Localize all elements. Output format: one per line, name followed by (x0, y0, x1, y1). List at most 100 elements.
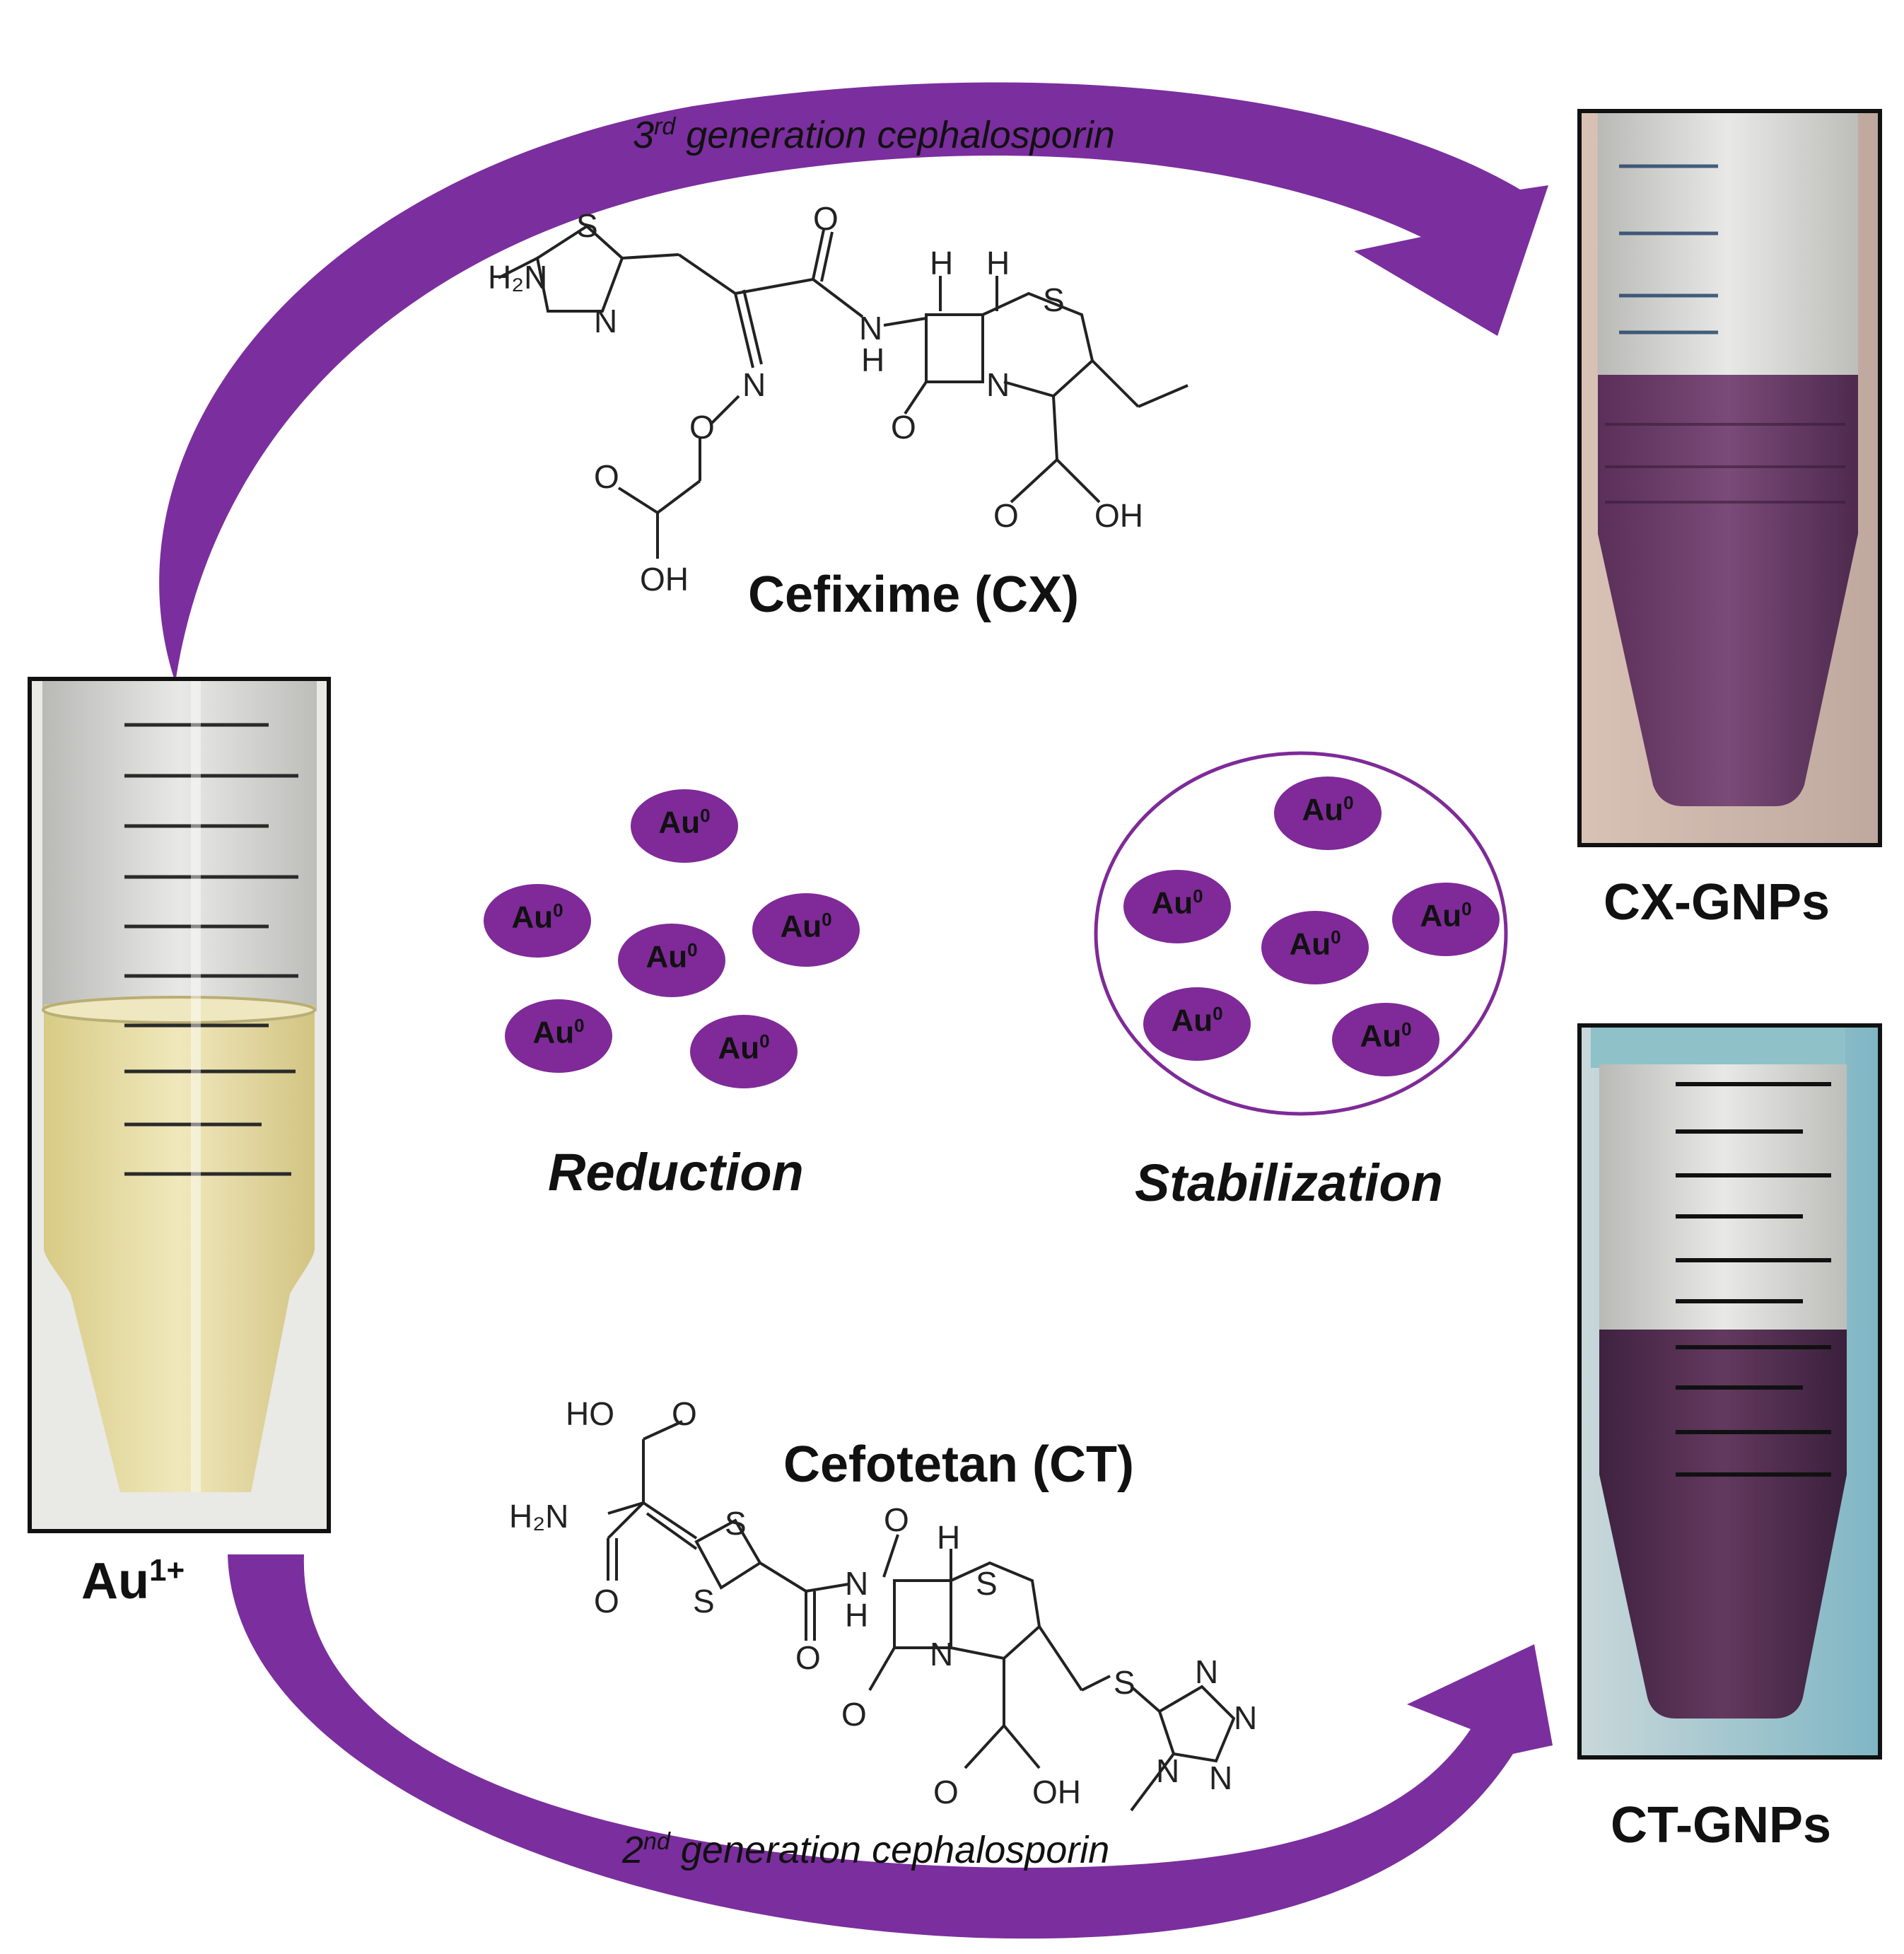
atom-label: O (672, 1395, 697, 1432)
atom-label: S (1114, 1664, 1135, 1701)
particle-label: Au0 (516, 1015, 601, 1051)
particle-label-sup: 0 (687, 939, 698, 960)
particle-label-sup: 0 (759, 1030, 770, 1052)
cx-gnps-tube-photo (1577, 109, 1882, 847)
particle-label-sup: 0 (574, 1015, 585, 1036)
atom-label: N (1209, 1760, 1232, 1796)
particle-label: Au0 (1285, 792, 1370, 828)
particle-label-base: Au (532, 1015, 575, 1050)
particle-label: Au0 (1155, 1003, 1239, 1039)
particle-label-base: Au (511, 900, 554, 935)
atom-label: HO (566, 1395, 614, 1432)
atom-label: N (986, 366, 1010, 403)
particle-label-sup: 0 (1401, 1018, 1412, 1040)
atom-label: OH (1032, 1774, 1081, 1810)
atom-label: OH (640, 561, 689, 598)
atom-label: O (841, 1696, 867, 1733)
reduction-label: Reduction (548, 1143, 804, 1202)
atom-label: S (976, 1565, 998, 1602)
atom-label: N (1234, 1699, 1257, 1736)
particle-label-base: Au (1420, 898, 1462, 934)
particle-label-sup: 0 (700, 805, 711, 826)
particle (1123, 870, 1231, 943)
atom-label: H (861, 342, 884, 378)
particle-label: Au0 (1135, 885, 1220, 921)
atom-label: O (689, 409, 715, 446)
particle-label-sup: 0 (1461, 898, 1472, 919)
particle (752, 893, 860, 967)
atom-label: S (1043, 281, 1065, 318)
particle-label-base: Au (718, 1030, 760, 1066)
particle-label: Au0 (642, 805, 727, 841)
particle-label: Au0 (701, 1030, 786, 1066)
particle-label-base: Au (646, 939, 688, 975)
atom-label: O (594, 1583, 619, 1619)
atom-label: S (693, 1583, 715, 1619)
atom-label: H₂N (509, 1498, 568, 1535)
particle (618, 924, 725, 997)
ct-gnps-tube-photo (1577, 1023, 1882, 1760)
atom-label: S (576, 207, 598, 244)
atom-label: O (813, 200, 839, 237)
particle (1274, 777, 1382, 850)
particle-label-base: Au (780, 909, 822, 944)
stabilizer-shell (1094, 751, 1508, 1116)
atom-label: H (930, 245, 953, 281)
atom-label: N (1156, 1752, 1179, 1789)
atom-label: S (725, 1505, 747, 1542)
particle-label-base: Au (658, 805, 701, 840)
cefotetan-atom-labels: HO O H₂N O S S O N H O H S N O S N N N N… (509, 1395, 1257, 1810)
start-tube-label: Au1+ (81, 1553, 185, 1610)
start-tube-photo (28, 677, 331, 1533)
particle (1143, 987, 1251, 1061)
particle (1261, 911, 1369, 984)
particle-label: Au0 (1273, 926, 1357, 963)
bottom-arrow-caption: 2nd generation cephalosporin (622, 1828, 1110, 1871)
cefixime-atom-labels: H₂N S N N O O OH O N H H H S N O O OH (488, 200, 1143, 598)
particle-label-sup: 0 (1343, 792, 1354, 813)
top-arrow-caption: 3rd generation cephalosporin (633, 113, 1115, 156)
atom-label: OH (1094, 497, 1143, 534)
cx-gnps-label: CX-GNPs (1604, 874, 1830, 931)
particle-label-sup: 0 (822, 909, 832, 930)
particle-label-sup: 0 (1213, 1003, 1223, 1024)
atom-label: N (742, 366, 766, 403)
atom-label: O (993, 497, 1019, 534)
reduction-particles (484, 789, 860, 1088)
particle-label: Au0 (1343, 1018, 1428, 1054)
atom-label: H₂N (488, 259, 547, 296)
particle-label: Au0 (764, 909, 848, 945)
particle-label-base: Au (1302, 792, 1344, 827)
top-arrow (159, 82, 1548, 683)
particle (1392, 883, 1500, 956)
atom-label: O (884, 1501, 909, 1538)
bottom-arrow (228, 1554, 1553, 1939)
cefotetan-name: Cefotetan (CT) (783, 1436, 1134, 1493)
particle-label-base: Au (1151, 885, 1193, 921)
particle-label-base: Au (1360, 1018, 1402, 1054)
atom-label: O (795, 1639, 821, 1676)
particle (631, 789, 738, 863)
particle-label: Au0 (495, 900, 580, 936)
particle (1332, 1003, 1439, 1076)
stabilization-group (1094, 751, 1508, 1116)
atom-label: N (859, 310, 882, 347)
particle-label-sup: 0 (553, 900, 563, 921)
cefixime-name: Cefixime (CX) (748, 566, 1080, 623)
atom-label: N (930, 1636, 953, 1673)
particle-label-sup: 0 (1193, 885, 1203, 907)
cefotetan-structure (607, 1420, 1236, 1812)
atom-label: H (986, 245, 1010, 281)
particle-label: Au0 (1403, 898, 1488, 934)
atom-label: O (594, 458, 619, 495)
atom-label: N (1195, 1653, 1218, 1690)
ct-gnps-label: CT-GNPs (1611, 1797, 1832, 1854)
atom-label: N (845, 1565, 868, 1602)
atom-label: O (933, 1774, 959, 1810)
particle-label-sup: 0 (1331, 926, 1341, 948)
particle (484, 884, 591, 958)
particle (690, 1015, 798, 1088)
particle-label-base: Au (1171, 1003, 1213, 1038)
atom-label: O (891, 409, 916, 446)
